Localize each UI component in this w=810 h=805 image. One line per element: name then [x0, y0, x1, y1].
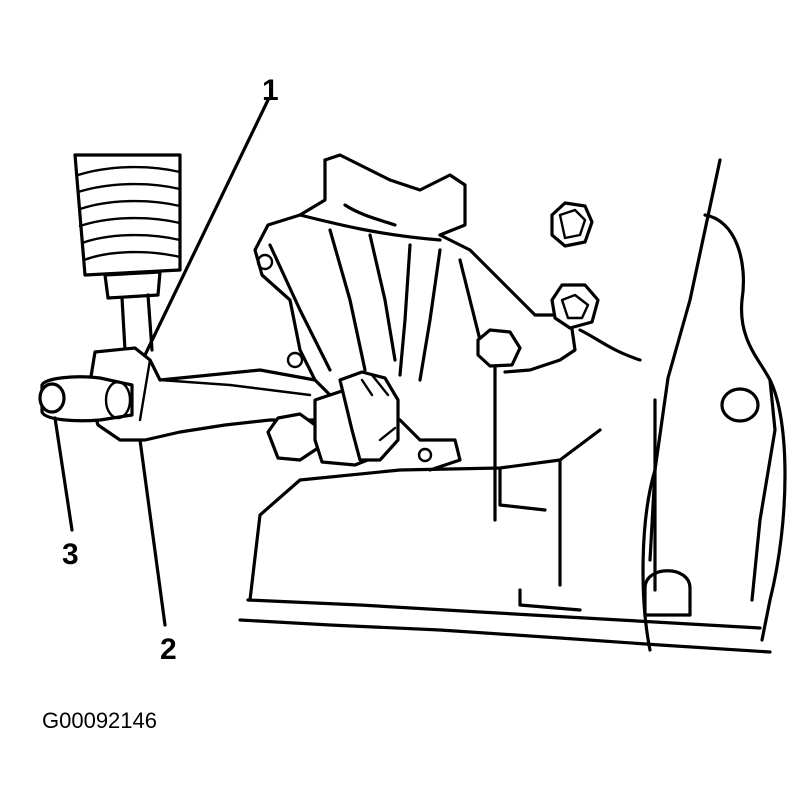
figure-id: G00092146 [42, 708, 157, 733]
stud-nut [476, 328, 522, 368]
lower-nut [550, 283, 600, 330]
shift-shaft [120, 293, 154, 352]
lever-pin [38, 375, 134, 423]
leader-line-3 [53, 416, 74, 532]
mounting-bracket [253, 153, 577, 472]
callout-3: 3 [62, 538, 79, 571]
callout-1: 1 [262, 74, 279, 107]
leader-line-1 [143, 98, 270, 357]
callout-2: 2 [160, 633, 177, 666]
leader-lines [53, 98, 270, 627]
transmission-case [238, 158, 787, 654]
shift-boot [73, 153, 182, 300]
upper-nut [550, 201, 594, 248]
leader-line-2 [138, 438, 167, 627]
linkage-nut [266, 370, 400, 467]
